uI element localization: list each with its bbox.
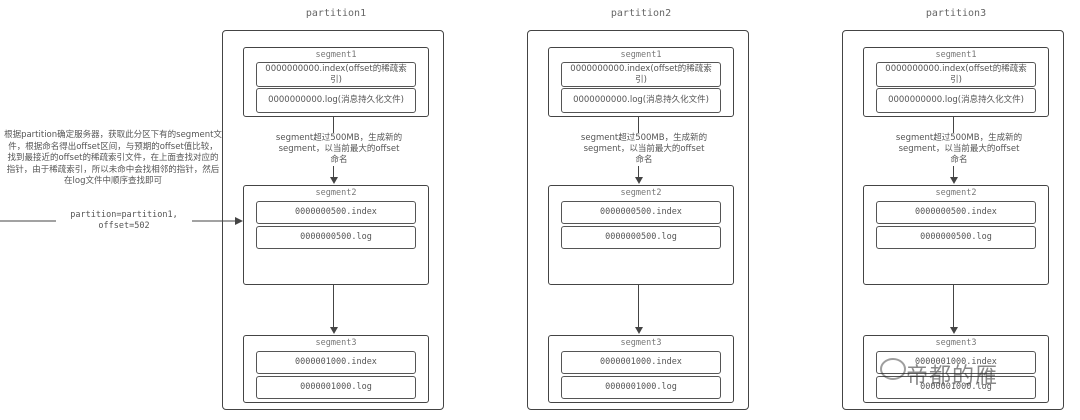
segment-title: segment1 [315, 50, 357, 60]
index-file: 0000000000.index(offset的稀疏索引) [256, 62, 416, 87]
log-file: 0000000500.log [561, 226, 721, 249]
connector-arrowhead [950, 177, 958, 184]
log-file: 0000001000.log [876, 376, 1036, 399]
connector-arrowhead [330, 327, 338, 334]
connector-line [333, 285, 334, 327]
connector-line [638, 285, 639, 327]
segment-title: segment3 [315, 338, 357, 348]
log-file: 0000000500.log [876, 226, 1036, 249]
log-file: 0000000000.log(消息持久化文件) [561, 88, 721, 113]
segment-title: segment1 [620, 50, 662, 60]
rollover-note: segment超过500MB，生成新的segment，以当前最大的offset命… [580, 133, 708, 166]
index-file: 0000001000.index [256, 351, 416, 374]
segment-title: segment2 [620, 188, 662, 198]
log-file: 0000001000.log [256, 376, 416, 399]
segment-box: segment1 0000000000.index(offset的稀疏索引) 0… [548, 47, 734, 117]
index-file: 0000000000.index(offset的稀疏索引) [876, 62, 1036, 87]
log-file: 0000000500.log [256, 226, 416, 249]
connector-arrowhead [635, 327, 643, 334]
index-file: 0000000500.index [256, 201, 416, 224]
segment-box: segment2 0000000500.index 0000000500.log [243, 185, 429, 285]
partition-box: segment1 0000000000.index(offset的稀疏索引) 0… [842, 30, 1064, 410]
index-file: 0000000500.index [561, 201, 721, 224]
partition-title: partition1 [305, 8, 367, 19]
log-file: 0000001000.log [561, 376, 721, 399]
connector-line [953, 285, 954, 327]
segment-title: segment3 [620, 338, 662, 348]
segment-title: segment1 [935, 50, 977, 60]
segment-box: segment1 0000000000.index(offset的稀疏索引) 0… [863, 47, 1049, 117]
segment-box: segment2 0000000500.index 0000000500.log [863, 185, 1049, 285]
segment-box: segment2 0000000500.index 0000000500.log [548, 185, 734, 285]
segment-title: segment2 [935, 188, 977, 198]
index-file: 0000000500.index [876, 201, 1036, 224]
rollover-note: segment超过500MB，生成新的segment，以当前最大的offset命… [275, 133, 403, 166]
connector-arrowhead [950, 327, 958, 334]
segment-box: segment3 0000001000.index 0000001000.log [548, 335, 734, 403]
query-label: partition=partition1, offset=502 [56, 210, 192, 232]
index-file: 0000000000.index(offset的稀疏索引) [561, 62, 721, 87]
log-file: 0000000000.log(消息持久化文件) [876, 88, 1036, 113]
index-file: 0000001000.index [561, 351, 721, 374]
wechat-icon [880, 358, 906, 380]
lookup-note: 根据partition确定服务器，获取此分区下有的segment文件，根据命名得… [4, 130, 222, 186]
partition-title: partition2 [610, 8, 672, 19]
log-file: 0000000000.log(消息持久化文件) [256, 88, 416, 113]
segment-title: segment2 [315, 188, 357, 198]
segment-title: segment3 [935, 338, 977, 348]
partition-box: segment1 0000000000.index(offset的稀疏索引) 0… [222, 30, 444, 410]
segment-box: segment3 0000001000.index 0000001000.log [863, 335, 1049, 403]
index-file: 0000001000.index [876, 351, 1036, 374]
watermark: 帝都的雁 [906, 364, 999, 389]
rollover-note: segment超过500MB，生成新的segment，以当前最大的offset命… [895, 133, 1023, 166]
partition-box: segment1 0000000000.index(offset的稀疏索引) 0… [527, 30, 749, 410]
partition-title: partition3 [925, 8, 987, 19]
connector-arrowhead [330, 177, 338, 184]
segment-box: segment3 0000001000.index 0000001000.log [243, 335, 429, 403]
connector-arrowhead [635, 177, 643, 184]
segment-box: segment1 0000000000.index(offset的稀疏索引) 0… [243, 47, 429, 117]
